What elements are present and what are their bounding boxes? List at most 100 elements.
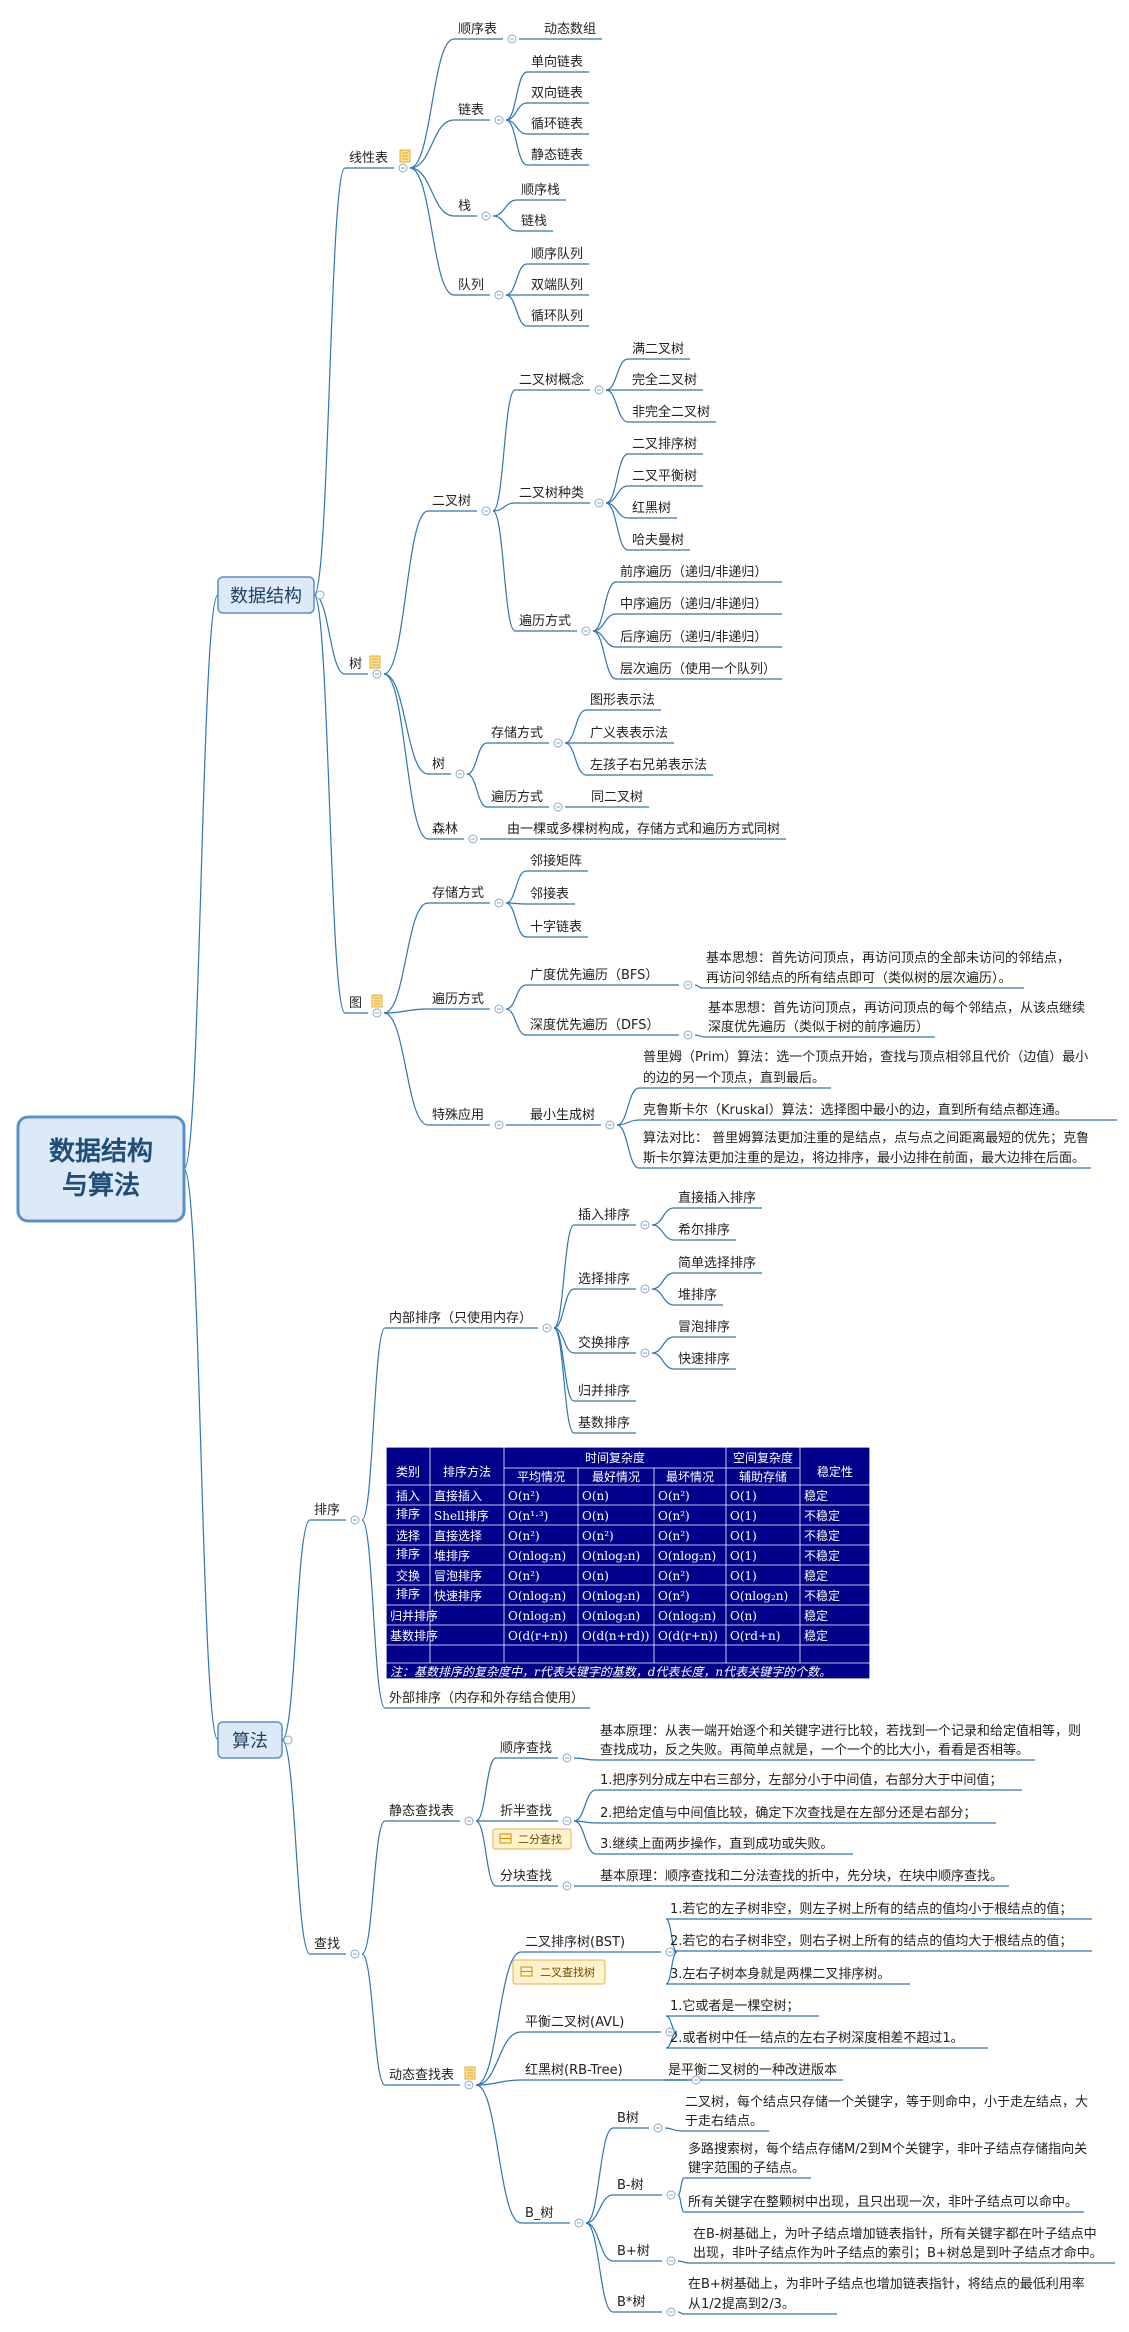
node-dfs2[interactable]: 深度优先遍历（类似于树的前序遍历） bbox=[708, 1019, 929, 1035]
node-btt[interactable]: 遍历方式 bbox=[519, 613, 571, 629]
node-bfs2[interactable]: 再访问邻结点的所有结点即可（类似树的层次遍历）。 bbox=[706, 970, 1012, 986]
node-btt1[interactable]: 前序遍历（递归/非递归） bbox=[620, 564, 767, 580]
node-dyn[interactable]: 动态数组 bbox=[544, 22, 596, 37]
node-link[interactable]: 链表 bbox=[458, 103, 484, 118]
node-seq[interactable]: 顺序表 bbox=[458, 22, 497, 37]
node-s1[interactable]: 顺序栈 bbox=[521, 183, 560, 198]
node-half1[interactable]: 1.把序列分成左中右三部分，左部分小于中间值，右部分大于中间值； bbox=[600, 1772, 1002, 1788]
node-search[interactable]: 查找 bbox=[314, 1937, 340, 1952]
node-btc2[interactable]: 完全二叉树 bbox=[632, 372, 697, 388]
node-half[interactable]: 折半查找 bbox=[500, 1804, 552, 1819]
node-q2[interactable]: 双端队列 bbox=[531, 278, 583, 293]
node-cmp1[interactable]: 算法对比： 普里姆算法更加注重的是结点，点与点之间距离最短的优先；克鲁 bbox=[643, 1130, 1089, 1146]
node-ins2[interactable]: 希尔排序 bbox=[678, 1223, 730, 1238]
node-ins1[interactable]: 直接插入排序 bbox=[678, 1190, 756, 1206]
node-sel1[interactable]: 简单选择排序 bbox=[678, 1255, 756, 1271]
branch-algorithm[interactable]: 算法 bbox=[217, 1721, 283, 1759]
node-bm[interactable]: B-树 bbox=[617, 2178, 644, 2193]
node-b2[interactable]: 于走右结点。 bbox=[685, 2114, 763, 2129]
node-bm3[interactable]: 所有关键字在整颗树中出现，且只出现一次，非叶子结点可以命中。 bbox=[688, 2194, 1078, 2210]
node-b[interactable]: B树 bbox=[617, 2111, 639, 2126]
node-dfs1[interactable]: 基本思想：首先访问顶点，再访问顶点的每个邻结点，从该点继续 bbox=[708, 1000, 1085, 1016]
node-gs3[interactable]: 十字链表 bbox=[530, 920, 582, 935]
node-btc1[interactable]: 满二叉树 bbox=[632, 342, 684, 357]
node-tree[interactable]: 树 bbox=[349, 657, 362, 672]
node-gts2[interactable]: 广义表表示法 bbox=[590, 726, 668, 741]
node-ins[interactable]: 插入排序 bbox=[578, 1208, 630, 1223]
node-b1[interactable]: 二叉树，每个结点只存储一个关键字，等于则命中，小于走左结点，大 bbox=[685, 2094, 1088, 2110]
node-bst2[interactable]: 2.若它的右子树非空，则右子树上所有的结点的值均大于根结点的值； bbox=[670, 1933, 1072, 1949]
node-bm2[interactable]: 键字范围的子结点。 bbox=[688, 2160, 805, 2176]
node-btt4[interactable]: 层次遍历（使用一个队列） bbox=[620, 661, 776, 677]
node-btt3[interactable]: 后序遍历（递归/非递归） bbox=[620, 629, 767, 645]
node-btc3[interactable]: 非完全二叉树 bbox=[632, 404, 710, 420]
node-bx[interactable]: B_树 bbox=[525, 2206, 553, 2221]
node-gts1[interactable]: 图形表示法 bbox=[590, 693, 655, 708]
node-gt[interactable]: 树 bbox=[432, 757, 445, 772]
node-btk3[interactable]: 红黑树 bbox=[632, 500, 671, 516]
node-merge[interactable]: 归并排序 bbox=[578, 1384, 630, 1399]
node-gs[interactable]: 存储方式 bbox=[432, 885, 484, 901]
node-bp1[interactable]: 在B-树基础上，为叶子结点增加链表指针，所有关键字都在叶子结点中 bbox=[693, 2227, 1097, 2242]
node-cmp2[interactable]: 斯卡尔算法更加注重的是边，将边排序，最小边排在前面，最大边排在后面。 bbox=[643, 1150, 1085, 1166]
node-half2[interactable]: 2.把给定值与中间值比较，确定下次查找是在左部分还是右部分； bbox=[600, 1805, 976, 1821]
node-q1[interactable]: 顺序队列 bbox=[531, 247, 583, 262]
collapse-toggle[interactable] bbox=[283, 1735, 293, 1745]
node-static[interactable]: 静态查找表 bbox=[389, 1804, 454, 1819]
node-btk1[interactable]: 二叉排序树 bbox=[632, 437, 697, 452]
node-bm1[interactable]: 多路搜索树，每个结点存储M/2到M个关键字，非叶子结点存储指向关 bbox=[688, 2141, 1087, 2157]
node-avl2[interactable]: 2.或者树中任一结点的左右子树深度相差不超过1。 bbox=[670, 2030, 964, 2046]
node-sel[interactable]: 选择排序 bbox=[578, 1272, 630, 1287]
node-graph[interactable]: 图 bbox=[349, 996, 362, 1011]
node-btk2[interactable]: 二叉平衡树 bbox=[632, 469, 697, 484]
node-dfs[interactable]: 深度优先遍历（DFS） bbox=[530, 1017, 660, 1033]
node-s2[interactable]: 链栈 bbox=[521, 214, 547, 229]
node-prim1[interactable]: 普里姆（Prim）算法：选一个顶点开始，查找与顶点相邻且代价（边值）最小 bbox=[643, 1049, 1088, 1065]
node-gs2[interactable]: 邻接表 bbox=[530, 886, 569, 902]
node-swp[interactable]: 交换排序 bbox=[578, 1335, 630, 1351]
node-bt[interactable]: 二叉树 bbox=[432, 494, 471, 509]
node-swp2[interactable]: 快速排序 bbox=[678, 1352, 730, 1367]
node-btk4[interactable]: 哈夫曼树 bbox=[632, 533, 684, 548]
node-btt2[interactable]: 中序遍历（递归/非递归） bbox=[620, 596, 767, 612]
node-bfs[interactable]: 广度优先遍历（BFS） bbox=[530, 967, 658, 983]
node-dyns[interactable]: 动态查找表 bbox=[389, 2068, 454, 2083]
node-l1[interactable]: 单向链表 bbox=[531, 54, 583, 70]
node-sp[interactable]: 特殊应用 bbox=[432, 1107, 484, 1123]
node-seqs1[interactable]: 基本原理：从表一端开始逐个和关键字进行比较，若找到一个记录和给定值相等，则 bbox=[600, 1723, 1081, 1739]
node-bst1[interactable]: 1.若它的左子树非空，则左子树上所有的结点的值均小于根结点的值； bbox=[670, 1901, 1072, 1917]
node-gts3[interactable]: 左孩子右兄弟表示法 bbox=[590, 758, 707, 773]
node-gtt[interactable]: 遍历方式 bbox=[491, 789, 543, 805]
node-gtrav[interactable]: 遍历方式 bbox=[432, 991, 484, 1007]
node-btk[interactable]: 二叉树种类 bbox=[519, 486, 584, 501]
node-inner[interactable]: 内部排序（只使用内存） bbox=[389, 1310, 532, 1326]
node-blk[interactable]: 分块查找 bbox=[500, 1869, 552, 1884]
node-bst[interactable]: 二叉排序树(BST) bbox=[525, 1935, 625, 1950]
node-bst3[interactable]: 3.左右子树本身就是两棵二叉排序树。 bbox=[670, 1966, 890, 1982]
collapse-toggle[interactable] bbox=[315, 590, 325, 600]
root-node[interactable]: 数据结构 与算法 bbox=[16, 1115, 186, 1223]
node-sel2[interactable]: 堆排序 bbox=[678, 1288, 717, 1303]
node-linear[interactable]: 线性表 bbox=[349, 151, 388, 166]
branch-data-structure[interactable]: 数据结构 bbox=[217, 576, 315, 614]
node-forest1[interactable]: 由一棵或多棵树构成，存储方式和遍历方式同树 bbox=[507, 821, 780, 837]
node-bs[interactable]: B*树 bbox=[617, 2295, 645, 2310]
node-bfs1[interactable]: 基本思想：首先访问顶点，再访问顶点的全部未访问的邻结点， bbox=[706, 950, 1070, 966]
node-sort[interactable]: 排序 bbox=[314, 1503, 340, 1518]
node-bp2[interactable]: 出现，非叶子结点作为叶子结点的索引；B+树总是到叶子结点才命中。 bbox=[693, 2245, 1103, 2261]
node-gtt1[interactable]: 同二叉树 bbox=[591, 790, 643, 805]
node-mst[interactable]: 最小生成树 bbox=[530, 1108, 595, 1123]
node-rb1[interactable]: 是平衡二叉树的一种改进版本 bbox=[668, 2062, 837, 2078]
node-seqs[interactable]: 顺序查找 bbox=[500, 1741, 552, 1756]
node-q3[interactable]: 循环队列 bbox=[531, 309, 583, 324]
node-stack[interactable]: 栈 bbox=[458, 199, 471, 214]
node-l3[interactable]: 循环链表 bbox=[531, 117, 583, 132]
node-rb[interactable]: 红黑树(RB-Tree) bbox=[525, 2062, 623, 2078]
node-avl1[interactable]: 1.它或者是一棵空树； bbox=[670, 1998, 799, 2014]
node-btc[interactable]: 二叉树概念 bbox=[519, 372, 584, 388]
node-gs1[interactable]: 邻接矩阵 bbox=[530, 853, 582, 869]
node-swp1[interactable]: 冒泡排序 bbox=[678, 1320, 730, 1335]
node-avl[interactable]: 平衡二叉树(AVL) bbox=[525, 2015, 624, 2030]
node-l2[interactable]: 双向链表 bbox=[531, 85, 583, 101]
node-bs1[interactable]: 在B+树基础上，为非叶子结点也增加链表指针，将结点的最低利用率 bbox=[688, 2276, 1085, 2292]
